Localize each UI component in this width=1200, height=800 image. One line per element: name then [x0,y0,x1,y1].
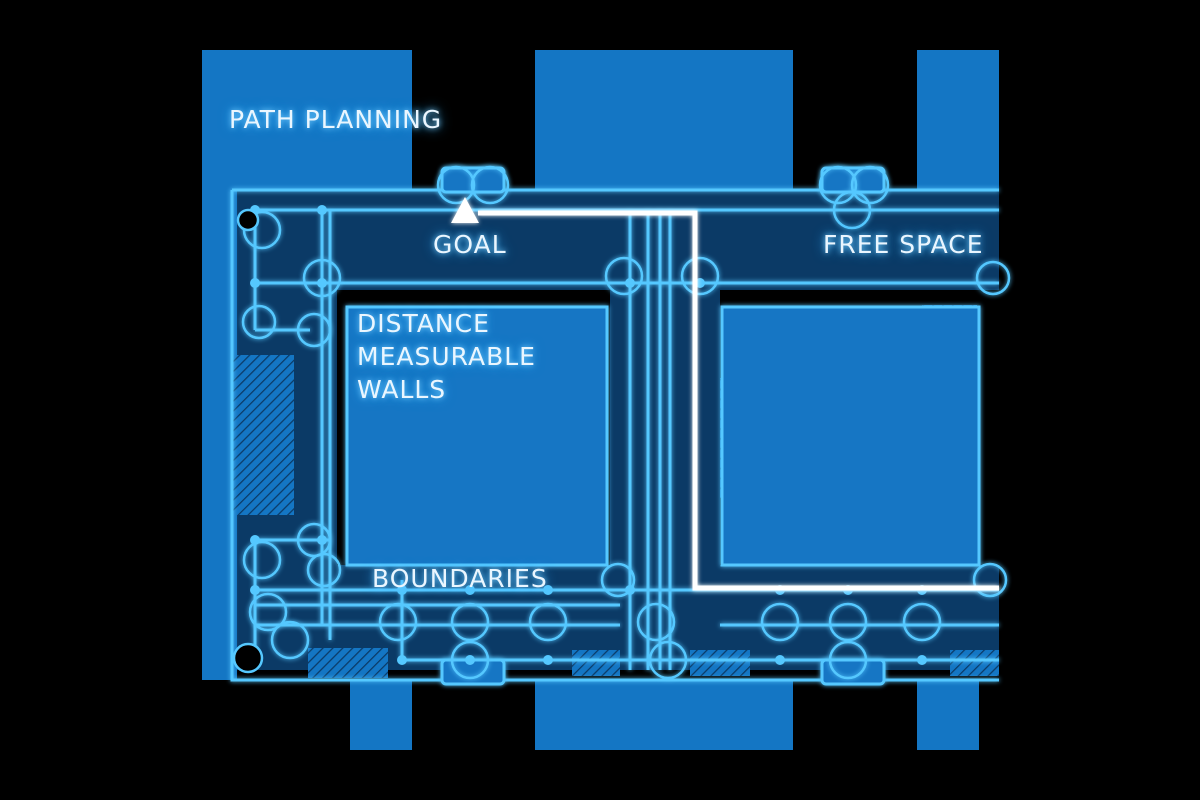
wall-top-right [917,50,999,190]
circle-node-icon [818,165,858,205]
room-right [720,305,981,567]
circle-node-icon [760,602,800,642]
room-left [345,305,609,567]
wall-top-left [202,50,412,190]
circle-node-icon [450,640,490,680]
walls-label: DISTANCE MEASURABLE WALLS [357,309,536,404]
circle-node-icon [378,602,418,642]
circle-node-icon [528,602,568,642]
circle-node-icon [242,540,282,580]
circle-node-icon [832,190,872,230]
triangle-goal-icon [451,197,479,223]
boundaries-label: BOUNDARIES [372,564,548,593]
circle-node-icon [972,562,1008,598]
wall-bottom-left [350,680,412,750]
circle-node-icon [648,640,688,680]
circle-node-icon [450,602,490,642]
wall-bottom-right [917,680,979,750]
circle-node-icon [270,620,310,660]
circle-node-icon [604,256,644,296]
circle-node-icon [248,592,288,632]
circle-node-icon [302,258,342,298]
wall-corner-nodes [232,208,264,674]
circle-node-icon [636,602,676,642]
wall-top-center [535,50,793,190]
inner-walls [345,305,981,567]
planned-path [478,210,999,591]
wall-bottom-center [535,680,793,750]
circle-node-icon [470,165,510,205]
circle-node-icon [306,552,342,588]
node-markers [241,165,1011,680]
free-space-label: FREE SPACE [823,230,984,259]
circle-node-icon [436,165,476,205]
circle-node-icon [828,602,868,642]
circle-node-icon [902,602,942,642]
circle-node-icon [850,165,890,205]
circle-node-icon [828,640,868,680]
circle-node-icon [241,304,277,340]
gates [440,166,886,686]
circle-node-icon [600,562,636,598]
goal-label: GOAL [433,230,507,259]
circle-node-icon [296,312,332,348]
diagram-title: PATH PLANNING [229,105,443,134]
circle-node-icon [975,260,1011,296]
circle-node-icon [680,256,720,296]
